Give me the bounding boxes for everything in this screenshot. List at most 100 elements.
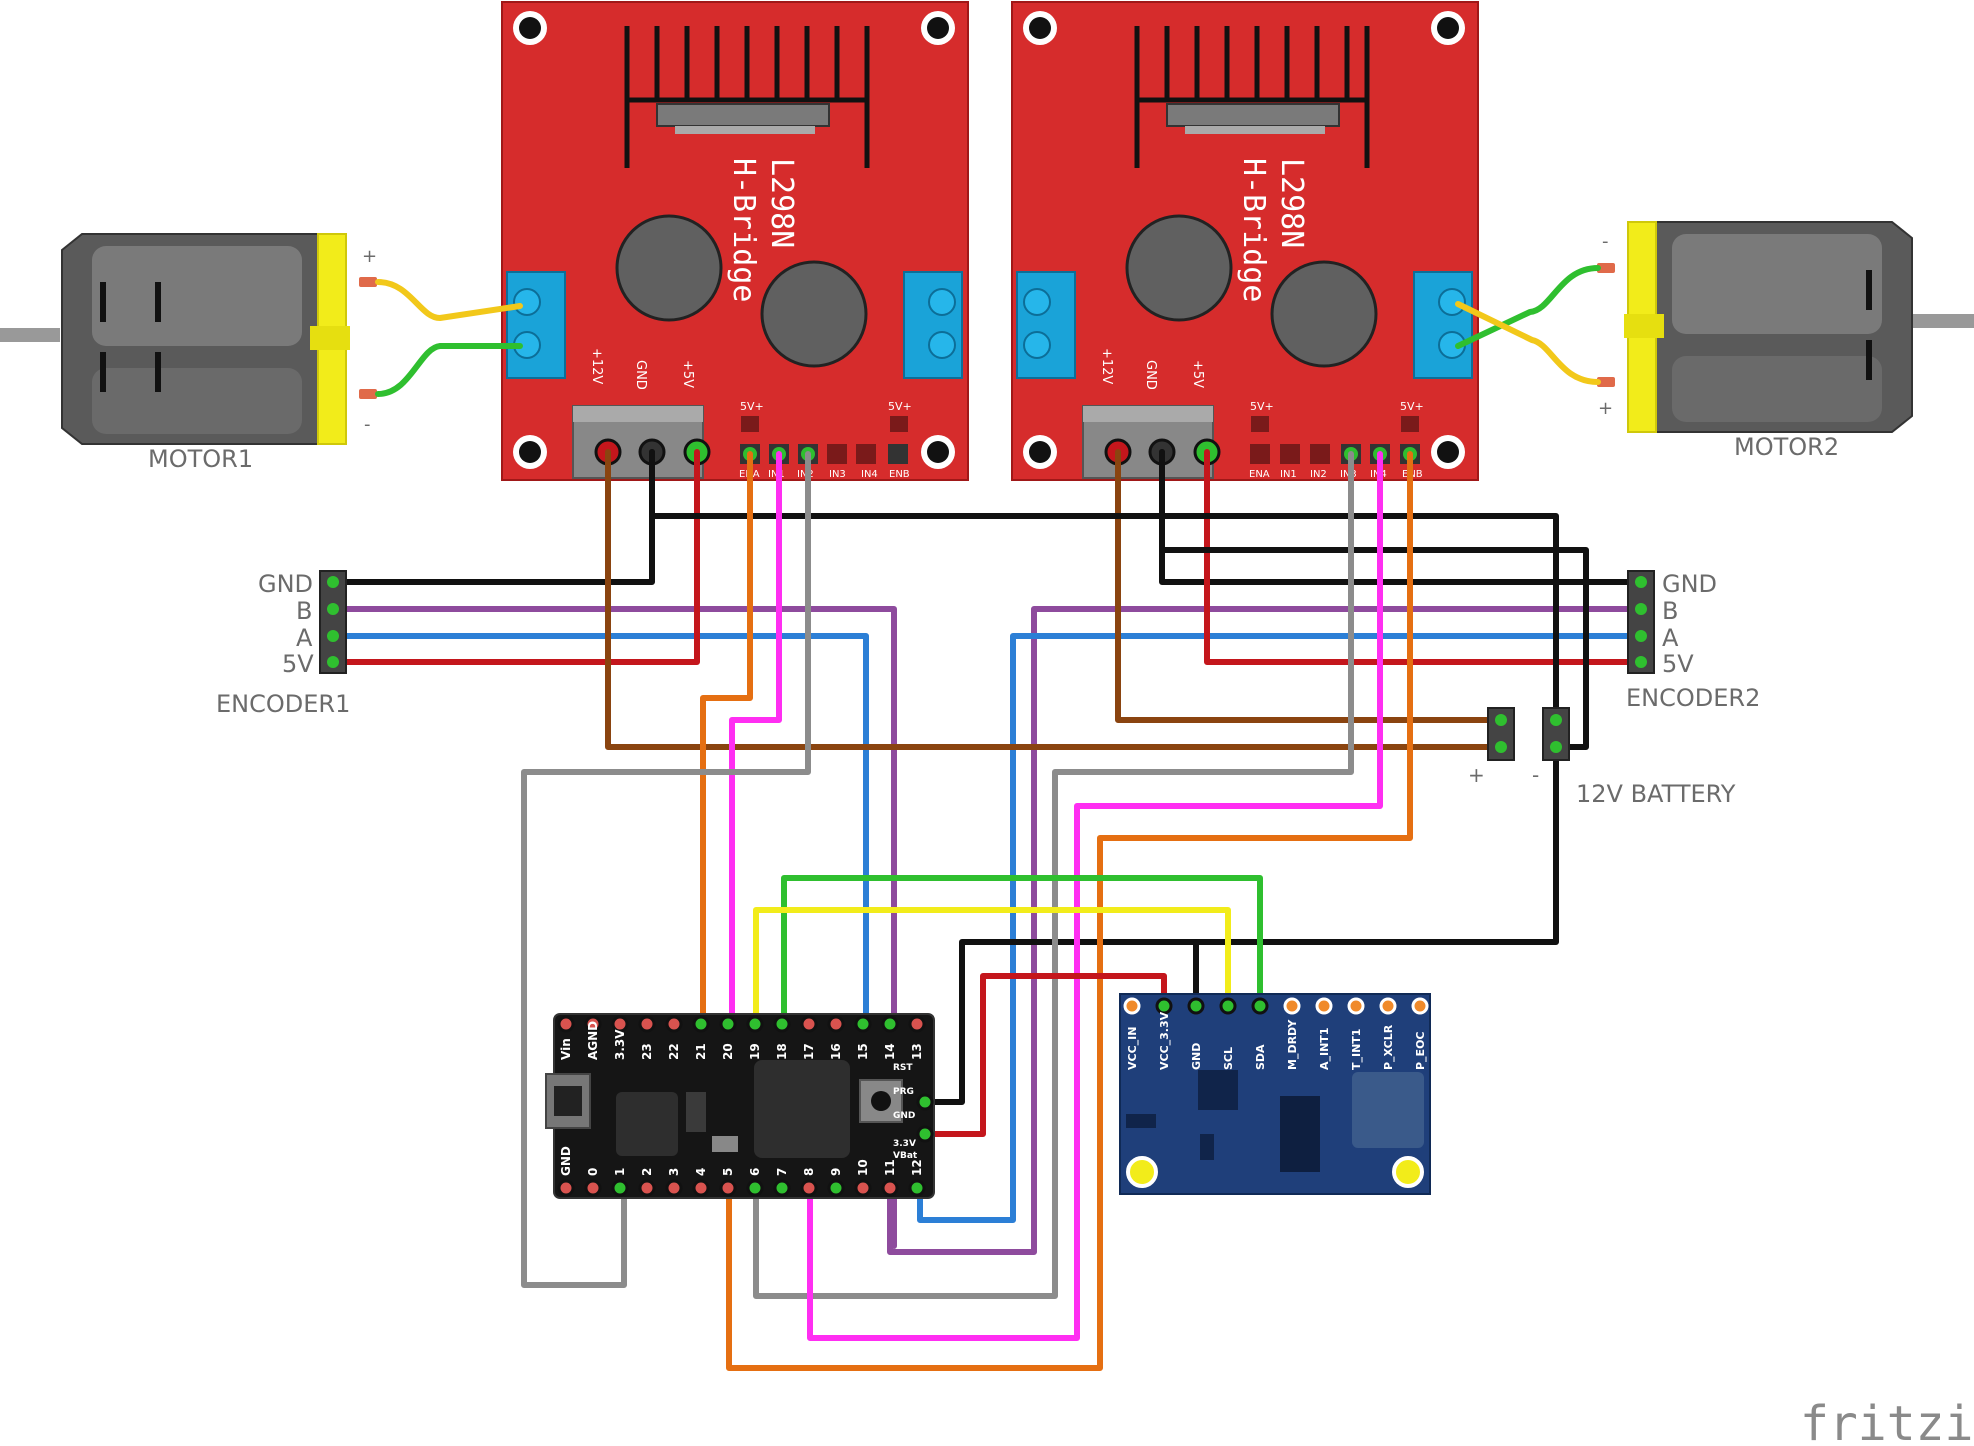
hbridge-2-12v-label: +12V: [1099, 348, 1114, 384]
hbridge-2: L298N H-Bridge +12V GND +5V 5V+ 5V+ ENA …: [1011, 1, 1479, 481]
mcu-bottom-pin-6[interactable]: [719, 1179, 737, 1197]
wire-motor2-plus: [1455, 301, 1601, 385]
mcu-bottom-pin-1[interactable]: [584, 1179, 602, 1197]
wire-enb: [726, 451, 1413, 1371]
encoder-1: GND B A 5V ENCODER1: [216, 570, 350, 718]
battery: + - 12V BATTERY: [1468, 707, 1736, 808]
mcu-top-pin-0[interactable]: [557, 1015, 575, 1033]
wire-bat-plus-hb2: [1115, 449, 1503, 723]
mcu-top-pin-1[interactable]: [584, 1015, 602, 1033]
mcu-top-pin-13[interactable]: [908, 1015, 926, 1033]
mcu-bottom-pin-13[interactable]: [908, 1179, 926, 1197]
wire-enc2-a: [917, 633, 1644, 1223]
wire-imu-vcc: [922, 973, 1167, 1137]
mcu-bottom-pin-10[interactable]: [827, 1179, 845, 1197]
mcu-top-pin-10[interactable]: [827, 1015, 845, 1033]
mcu-bottom-pin-7[interactable]: [746, 1179, 764, 1197]
mcu-pin-gnd-right: GND: [893, 1111, 915, 1121]
hbridge-2-header[interactable]: [1250, 444, 1420, 464]
mcu-bottom-pin-0[interactable]: [557, 1179, 575, 1197]
imu-pin-label: VCC_IN: [1126, 1027, 1139, 1070]
hbridge-2-5v-plus-right: 5V+: [1400, 400, 1424, 413]
mcu-bottom-pin-8[interactable]: [773, 1179, 791, 1197]
imu-pin-label: T_INT1: [1350, 1029, 1363, 1070]
imu-pin-9[interactable]: [1411, 997, 1429, 1015]
mcu-bottom-pin-11[interactable]: [854, 1179, 872, 1197]
mcu-bottom-pin-4[interactable]: [665, 1179, 683, 1197]
hbridge-1-12v-label: +12V: [589, 348, 604, 384]
motor-1-plus: +: [362, 246, 377, 267]
encoder-1-pin-5v: 5V: [282, 650, 314, 678]
mcu-top-pin-2[interactable]: [611, 1015, 629, 1033]
mcu-top-pin-12[interactable]: [881, 1015, 899, 1033]
mcu-bottom-pin-2[interactable]: [611, 1179, 629, 1197]
hbridge-1-motor-terminal[interactable]: [506, 271, 566, 379]
imu-pin-1[interactable]: [1155, 997, 1173, 1015]
mcu-top-pin-label: 21: [694, 1043, 708, 1060]
hbridge-2-pin-in2: IN2: [1310, 469, 1327, 480]
imu-pin-4[interactable]: [1251, 997, 1269, 1015]
encoder-1-label: ENCODER1: [216, 690, 350, 718]
wire-motor1-minus: [375, 343, 523, 397]
mcu-bottom-pin-label: 4: [694, 1168, 708, 1176]
hbridge-2-motor-terminal[interactable]: [1413, 271, 1473, 379]
wire-in4: [807, 451, 1383, 1341]
mcu-bottom-pin-12[interactable]: [881, 1179, 899, 1197]
wire-motor1-plus: [375, 279, 523, 321]
imu-pin-8[interactable]: [1379, 997, 1397, 1015]
hbridge-1-model: L298N: [764, 158, 799, 248]
imu-pin-2[interactable]: [1187, 997, 1205, 1015]
mcu-bottom-pin-9[interactable]: [800, 1179, 818, 1197]
encoder-2-pin-a: A: [1662, 624, 1679, 652]
imu-pin-7[interactable]: [1347, 997, 1365, 1015]
hbridge-1-pin-enb: ENB: [889, 469, 910, 480]
mcu-top-pin-7[interactable]: [746, 1015, 764, 1033]
hbridge-1-type: H-Bridge: [726, 158, 761, 303]
encoder-1-pin-a: A: [296, 624, 313, 652]
mcu-top-pin-4[interactable]: [665, 1015, 683, 1033]
motor-1-minus: -: [364, 414, 371, 435]
imu-pin-6[interactable]: [1315, 997, 1333, 1015]
mcu-bottom-pin-label: 7: [775, 1168, 789, 1176]
mcu-top-pin-3[interactable]: [638, 1015, 656, 1033]
mcu-pin-prg: PRG: [893, 1087, 914, 1097]
mcu-bottom-pin-label: 2: [640, 1168, 654, 1176]
mcu-bottom-pin-label: GND: [559, 1146, 573, 1176]
encoder-2: GND B A 5V ENCODER2: [1626, 570, 1760, 712]
motor-2-minus: -: [1602, 231, 1609, 252]
mcu-top-pin-8[interactable]: [773, 1015, 791, 1033]
motor-2: - + MOTOR2: [1595, 221, 1974, 461]
mcu-top-pin-5[interactable]: [692, 1015, 710, 1033]
imu-pin-3[interactable]: [1219, 997, 1237, 1015]
mcu-right-pins[interactable]: [916, 1093, 934, 1143]
wire-enc1-5v: [330, 449, 700, 665]
wires: [330, 265, 1644, 1371]
mcu-top-pin-9[interactable]: [800, 1015, 818, 1033]
mcu-top-pin-label: 19: [748, 1043, 762, 1060]
mcu-top-pin-11[interactable]: [854, 1015, 872, 1033]
wire-sda: [781, 875, 1263, 1027]
battery-minus: -: [1532, 763, 1539, 787]
mcu-top-pin-6[interactable]: [719, 1015, 737, 1033]
battery-plus: +: [1468, 763, 1485, 787]
imu-pin-label: A_INT1: [1318, 1028, 1331, 1070]
hbridge-2-pin-ena: ENA: [1249, 469, 1270, 480]
mcu-top-pin-label: Vin: [559, 1038, 573, 1060]
hbridge-1-aux-terminal: [903, 271, 963, 379]
imu-pin-0[interactable]: [1123, 997, 1141, 1015]
mcu-bottom-pin-label: 9: [829, 1168, 843, 1176]
imu-pin-label: P_XCLR: [1382, 1024, 1395, 1070]
mcu-bottom-pin-label: 0: [586, 1168, 600, 1176]
mcu-top-pin-label: 22: [667, 1043, 681, 1060]
imu-pin-5[interactable]: [1283, 997, 1301, 1015]
mcu-bottom-pin-3[interactable]: [638, 1179, 656, 1197]
mcu-bottom-pin-5[interactable]: [692, 1179, 710, 1197]
mcu-bottom-pin-label: 5: [721, 1168, 735, 1176]
mcu-top-pin-label: 3.3V: [613, 1029, 627, 1060]
mcu-bottom-pin-label: 10: [856, 1159, 870, 1176]
hbridge-1: L298N H-Bridge +12V GND +5V 5V+ 5V+ ENA: [501, 1, 969, 481]
